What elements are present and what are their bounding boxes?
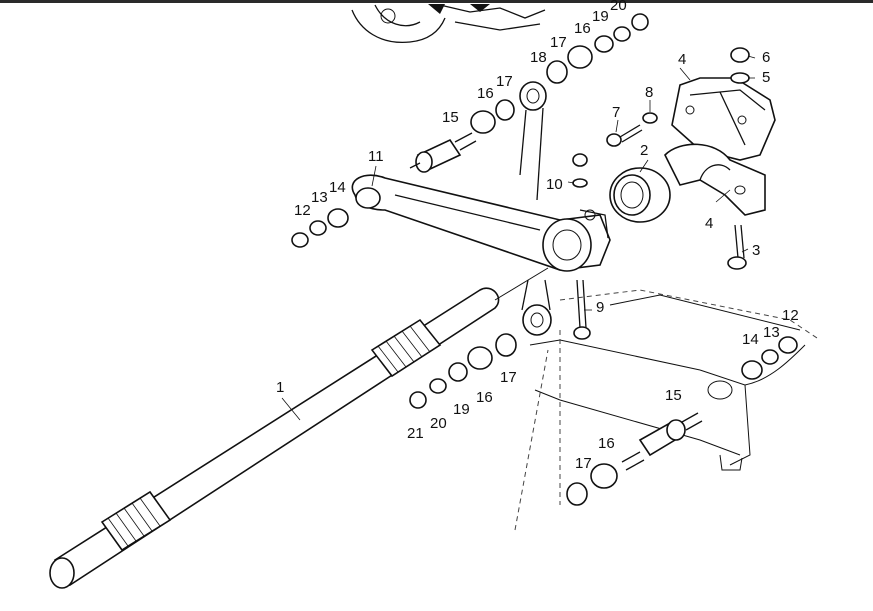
washer-20-mid bbox=[429, 378, 447, 394]
label-washer-13-left: 13 bbox=[311, 189, 328, 206]
label-washer-16-top: 16 bbox=[477, 85, 494, 102]
label-washer-14-right: 14 bbox=[742, 331, 759, 348]
bush-17-top bbox=[495, 99, 515, 121]
label-bolt-3: 3 bbox=[752, 242, 760, 259]
top-border bbox=[0, 0, 873, 3]
label-washer-8: 8 bbox=[645, 84, 653, 101]
nut-12-right bbox=[778, 336, 798, 354]
label-washer-5: 5 bbox=[762, 69, 770, 86]
label-link-18: 18 bbox=[530, 49, 547, 66]
label-washer-16-top-right: 16 bbox=[574, 20, 591, 37]
label-nut-6: 6 bbox=[762, 49, 770, 66]
label-washer-16-bottom: 16 bbox=[598, 435, 615, 452]
label-nut-10: 10 bbox=[546, 176, 563, 193]
label-bush-17-top: 17 bbox=[496, 73, 513, 90]
washer-19-top bbox=[594, 35, 614, 53]
label-washer-20-mid: 20 bbox=[430, 415, 447, 432]
label-washer-20-top: 20 bbox=[610, 0, 627, 14]
pin-15-right bbox=[621, 412, 703, 471]
lever-arm-11 bbox=[351, 174, 611, 272]
washer-13-left bbox=[309, 220, 327, 236]
part-labels: 1 2 3 4 4 5 6 7 8 9 10 11 12 13 14 15 16… bbox=[276, 0, 799, 472]
nut-12-left bbox=[291, 232, 309, 248]
nut-10 bbox=[572, 153, 588, 167]
label-bush-17-bottom: 17 bbox=[575, 455, 592, 472]
label-bush-17-top-right: 17 bbox=[550, 34, 567, 51]
washer-5 bbox=[730, 72, 750, 84]
label-housing-lower: 4 bbox=[705, 215, 713, 232]
washer-16-top bbox=[470, 110, 496, 134]
splined-shaft-1 bbox=[49, 267, 549, 589]
label-bolt-9: 9 bbox=[596, 299, 604, 316]
label-bearing: 2 bbox=[640, 142, 648, 159]
label-nut-12-right: 12 bbox=[782, 307, 799, 324]
washer-14-left bbox=[327, 208, 349, 228]
bush-17-mid bbox=[495, 333, 517, 357]
bolt-9 bbox=[573, 279, 591, 340]
top-assembly-fragment bbox=[351, 4, 546, 44]
label-pin-15-left: 15 bbox=[442, 109, 459, 126]
frame-housing-background bbox=[514, 289, 821, 531]
bearing bbox=[609, 167, 671, 223]
washer-20-top bbox=[613, 26, 631, 42]
bearing-housing bbox=[664, 77, 776, 216]
bolt-7 bbox=[606, 124, 643, 147]
bush-17-bottom bbox=[566, 482, 588, 506]
washer-13-right bbox=[761, 349, 779, 365]
washer-16-mid bbox=[467, 346, 493, 370]
washer-19-mid bbox=[448, 362, 468, 382]
pin-15-left bbox=[409, 132, 477, 173]
washer-16-bottom bbox=[590, 463, 618, 489]
nut-6 bbox=[730, 47, 750, 63]
bolt-3 bbox=[727, 224, 747, 270]
washer-14-right bbox=[741, 360, 763, 380]
label-washer-14-left: 14 bbox=[329, 179, 346, 196]
nut-21 bbox=[409, 391, 427, 409]
label-washer-13-right: 13 bbox=[763, 324, 780, 341]
label-pin-15-right: 15 bbox=[665, 387, 682, 404]
label-bush-17-mid: 17 bbox=[500, 369, 517, 386]
label-washer-16-mid: 16 bbox=[476, 389, 493, 406]
label-shaft: 1 bbox=[276, 379, 284, 396]
washer-8 bbox=[642, 112, 658, 124]
washer-16-top-right bbox=[567, 45, 593, 69]
label-arm-11: 11 bbox=[368, 148, 384, 165]
label-washer-19-mid: 19 bbox=[453, 401, 470, 418]
washer-10 bbox=[572, 178, 588, 188]
label-housing-upper: 4 bbox=[678, 51, 686, 68]
label-nut-12-left: 12 bbox=[294, 202, 311, 219]
label-washer-19-top: 19 bbox=[592, 8, 609, 25]
nut-21-top bbox=[631, 13, 649, 31]
label-bolt-7: 7 bbox=[612, 104, 620, 121]
leader-lines bbox=[281, 55, 756, 421]
bush-17-top-right bbox=[546, 60, 568, 84]
label-nut-21: 21 bbox=[407, 425, 424, 442]
link-18 bbox=[519, 81, 552, 336]
